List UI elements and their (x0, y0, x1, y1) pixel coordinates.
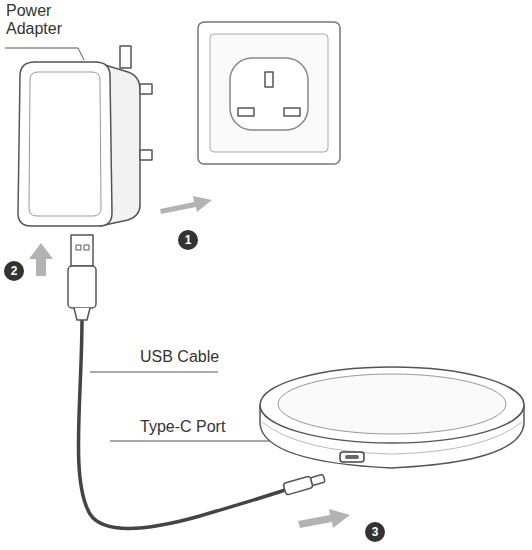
callout-text: 3 (372, 525, 379, 539)
direction-arrow (298, 509, 350, 528)
direction-arrow (29, 243, 53, 276)
callout-number: 1 (178, 230, 198, 250)
part-label: USB Cable (140, 348, 219, 366)
leader-line (5, 48, 84, 60)
part-label: Type-C Port (140, 418, 225, 436)
callout-number: 3 (365, 522, 385, 542)
part-label: Power Adapter (6, 2, 62, 39)
wall-socket (198, 22, 340, 164)
charging-pad (260, 367, 524, 468)
callout-number: 2 (4, 261, 24, 281)
power-adapter (18, 46, 152, 226)
direction-arrow (160, 196, 212, 214)
callout-text: 2 (11, 264, 18, 278)
leader-line (90, 372, 218, 373)
callout-text: 1 (185, 233, 192, 247)
